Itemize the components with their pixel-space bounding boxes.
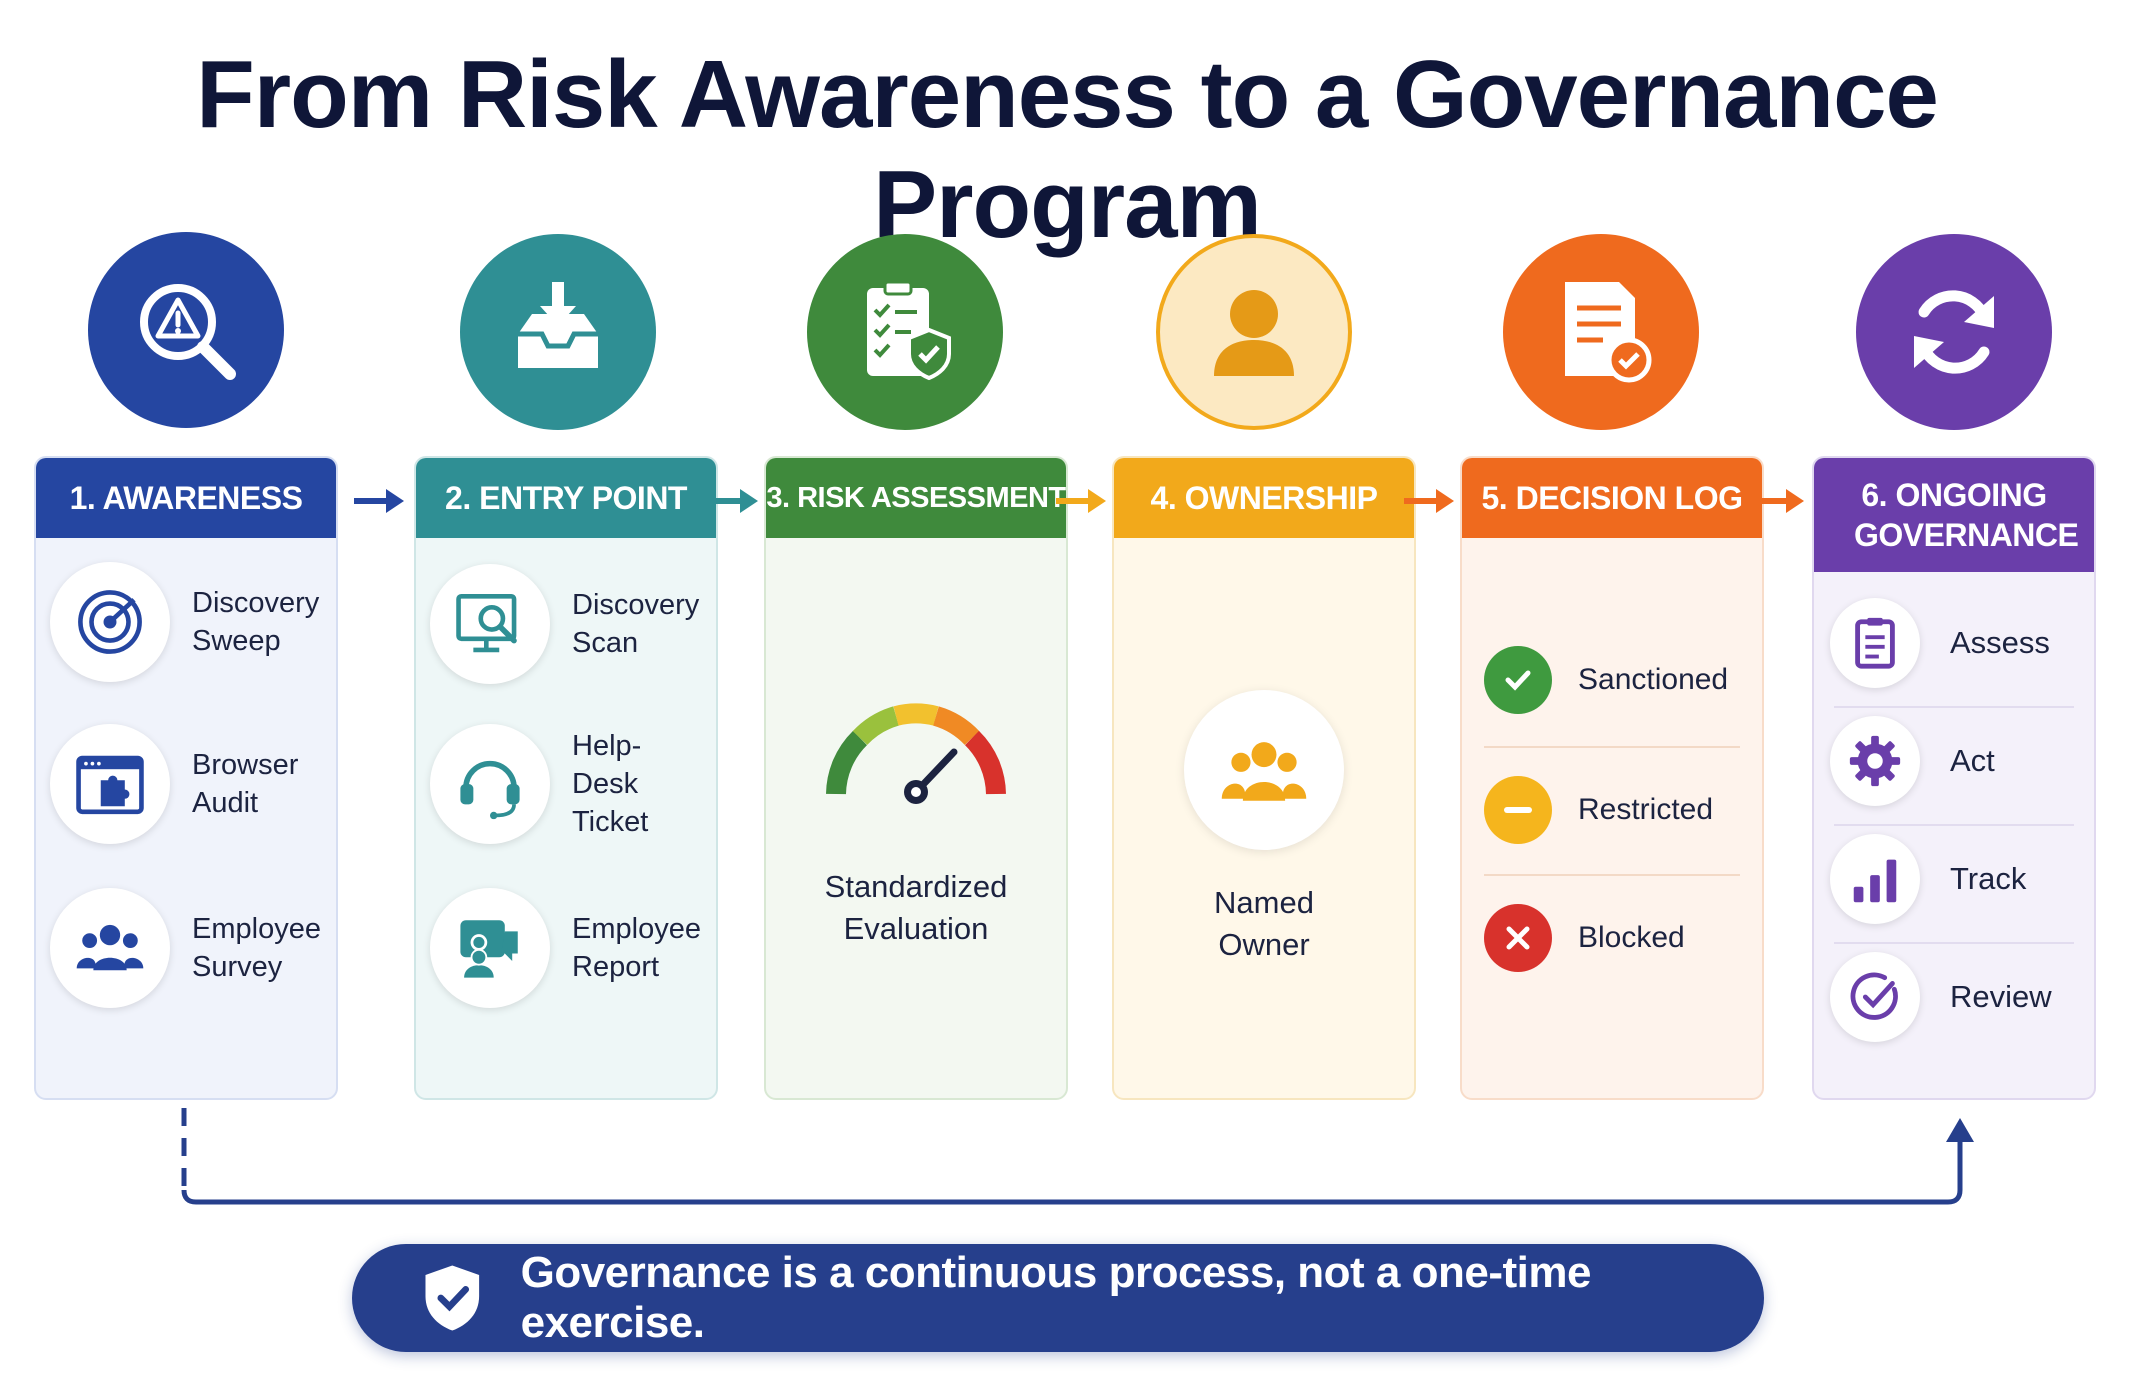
x-circle-icon [1484, 904, 1552, 972]
summary-banner: Governance is a continuous process, not … [352, 1244, 1764, 1352]
governance-stage-icon [1856, 234, 2052, 430]
list-item: Review [1830, 952, 2076, 1042]
headset-icon [430, 724, 550, 844]
governance-column: 6. ONGOING GOVERNANCE Assess Act Track [1812, 456, 2096, 1100]
list-item: Discovery Sweep [50, 562, 326, 682]
refresh-cycle-icon [1914, 290, 1994, 374]
clipboard-icon [1830, 598, 1920, 688]
magnifier-warning-icon [140, 284, 236, 380]
status-blocked: Blocked [1484, 904, 1740, 972]
decision-column: 5. DECISION LOG Sanctioned Restricted Bl… [1460, 456, 1764, 1100]
governance-header: 6. ONGOING GOVERNANCE [1814, 458, 2094, 572]
decision-stage-icon [1503, 234, 1699, 430]
divider [1484, 746, 1740, 748]
browser-extension-icon [50, 724, 170, 844]
list-item: Browser Audit [50, 724, 326, 844]
ownership-header: 4. OWNERSHIP [1114, 458, 1414, 538]
ownership-stage-icon [1156, 234, 1352, 430]
list-item: Help-Desk Ticket [430, 724, 706, 844]
list-item: Assess [1830, 598, 2076, 688]
gauge-icon [816, 674, 1016, 834]
radar-icon [50, 562, 170, 682]
divider [1834, 824, 2074, 826]
page-title: From Risk Awareness to a Governance Prog… [196, 41, 1939, 258]
ownership-column: 4. OWNERSHIP Named Owner [1112, 456, 1416, 1100]
checklist-shield-icon [867, 280, 951, 381]
arrow-right-icon [1754, 489, 1804, 513]
entry-column: 2. ENTRY POINT Discovery Scan Help-Desk … [414, 456, 718, 1100]
bar-chart-icon [1830, 834, 1920, 924]
check-circle-icon [1484, 646, 1552, 714]
awareness-stage-icon [88, 232, 284, 428]
divider [1834, 942, 2074, 944]
list-item: Employee Report [430, 888, 706, 1008]
minus-circle-icon [1484, 776, 1552, 844]
divider [1834, 706, 2074, 708]
divider [1484, 874, 1740, 876]
shield-check-icon [425, 1265, 480, 1331]
assessment-column: 3. RISK ASSESSMENT Standardized Evaluati… [764, 456, 1068, 1100]
arrow-right-icon [354, 489, 404, 513]
assessment-header: 3. RISK ASSESSMENT [766, 458, 1066, 538]
person-icon [1214, 290, 1294, 376]
list-item: Employee Survey [50, 888, 326, 1008]
check-cycle-icon [1830, 952, 1920, 1042]
status-restricted: Restricted [1484, 776, 1740, 844]
report-chat-icon [430, 888, 550, 1008]
entry-header: 2. ENTRY POINT [416, 458, 716, 538]
arrow-right-icon [1404, 489, 1454, 513]
list-item: Act [1830, 716, 2076, 806]
arrow-right-icon [1056, 489, 1106, 513]
document-check-icon [1565, 282, 1652, 383]
gear-icon [1830, 716, 1920, 806]
inbox-download-icon [518, 282, 598, 368]
list-item: Track [1830, 834, 2076, 924]
decision-header: 5. DECISION LOG [1462, 458, 1762, 538]
entry-stage-icon [460, 234, 656, 430]
awareness-column: 1. AWARENESS Discovery Sweep Browser Aud… [34, 456, 338, 1100]
awareness-header: 1. AWARENESS [36, 458, 336, 538]
assessment-stage-icon [807, 234, 1003, 430]
team-icon [1184, 690, 1344, 850]
arrow-right-icon [708, 489, 758, 513]
people-group-icon [50, 888, 170, 1008]
monitor-search-icon [430, 564, 550, 684]
list-item: Discovery Scan [430, 564, 706, 684]
status-sanctioned: Sanctioned [1484, 646, 1740, 714]
